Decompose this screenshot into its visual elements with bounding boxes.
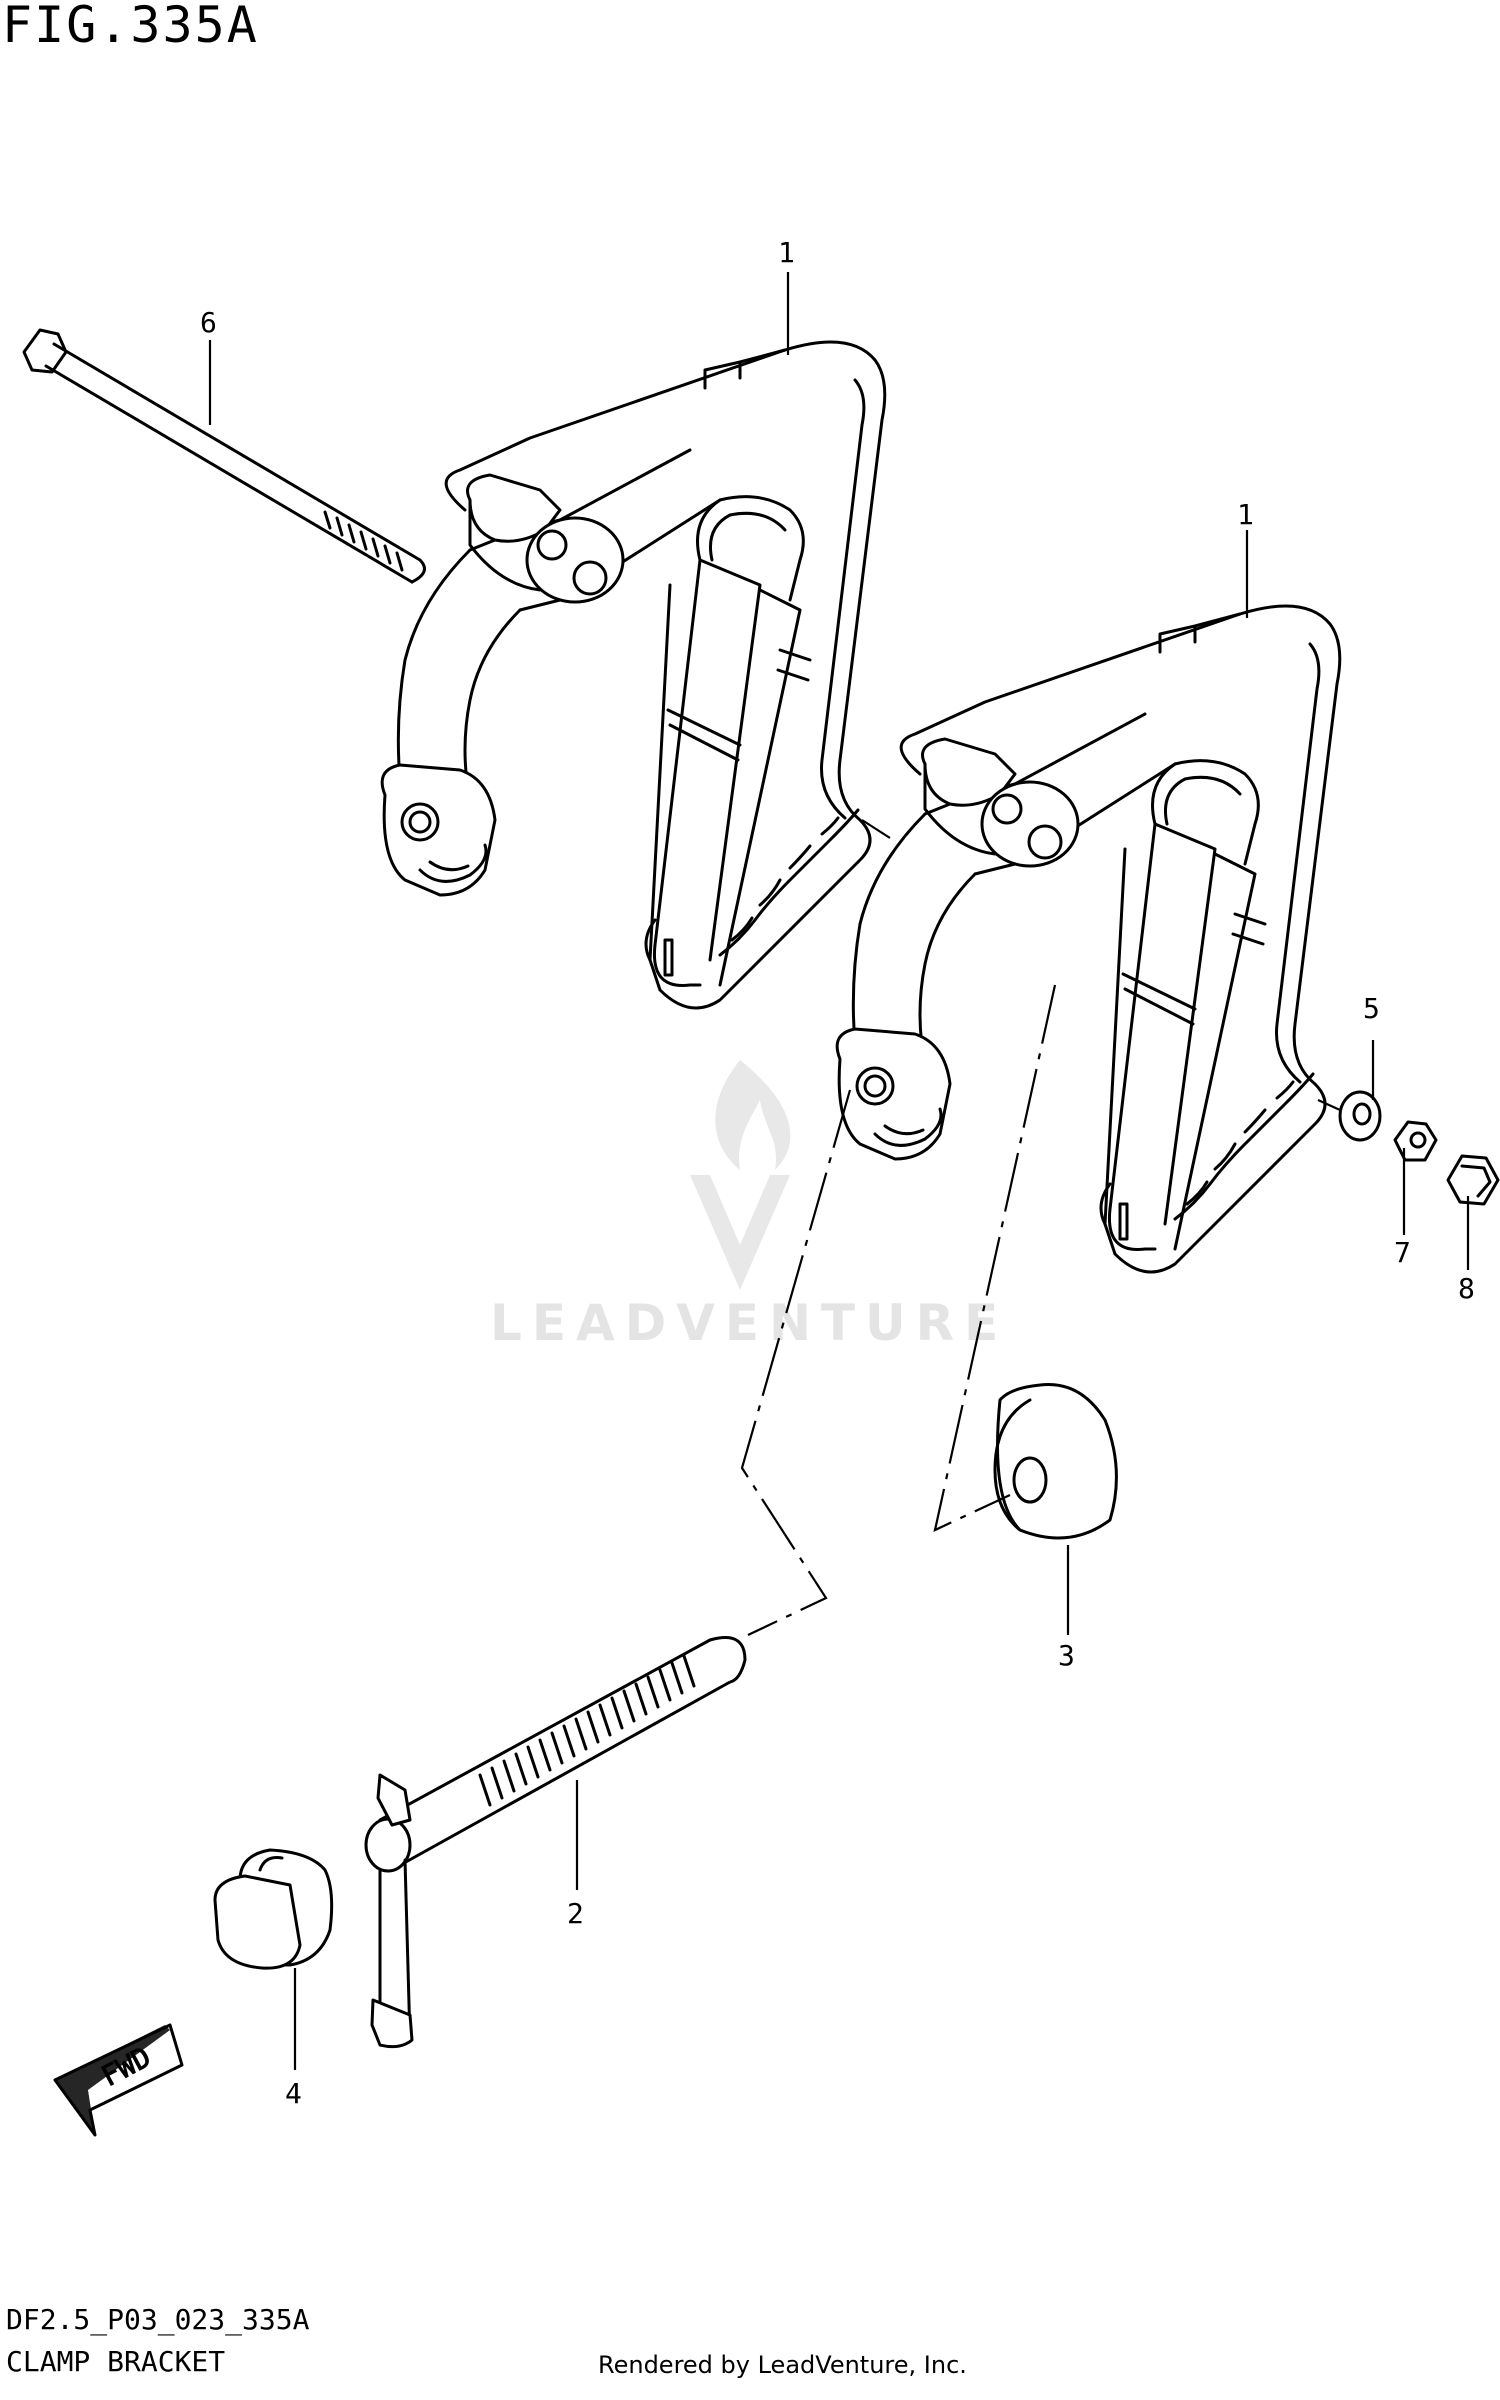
- fwd-arrow: FWD: [53, 2023, 184, 2137]
- watermark: LEADVENTURE: [490, 1060, 1008, 1352]
- callout-3: 3: [1058, 1639, 1075, 1672]
- watermark-text: LEADVENTURE: [490, 1294, 1008, 1352]
- part-1-clamp-bracket-left[interactable]: [380, 340, 887, 1010]
- callout-4: 4: [285, 2077, 302, 2110]
- part-1-clamp-bracket-right[interactable]: [835, 604, 1342, 1274]
- part-4-cap[interactable]: [213, 1848, 334, 1970]
- part-6-bolt[interactable]: [22, 328, 426, 584]
- figure-code: DF2.5_P03_023_335A: [6, 2303, 310, 2336]
- callout-6: 6: [200, 306, 217, 339]
- callout-2: 2: [567, 1897, 584, 1930]
- callout-5: 5: [1363, 992, 1380, 1025]
- callout-1-upper: 1: [778, 236, 795, 269]
- part-7-nut[interactable]: [1393, 1120, 1438, 1162]
- callout-1-right: 1: [1237, 498, 1254, 531]
- callout-7: 7: [1394, 1236, 1411, 1269]
- exploded-parts-diagram: LEADVENTURE: [22, 236, 1500, 2137]
- figure-name: CLAMP BRACKET: [6, 2345, 226, 2378]
- part-3-clamp-pad[interactable]: [993, 1382, 1118, 1540]
- rendered-by-credit: Rendered by LeadVenture, Inc.: [598, 2351, 967, 2379]
- part-8-lock-nut[interactable]: [1446, 1154, 1500, 1206]
- part-5-washer[interactable]: [1338, 1090, 1382, 1142]
- figure-title: FIG.335A: [2, 0, 259, 54]
- part-2-clamp-screw[interactable]: [364, 1636, 747, 2049]
- callout-8: 8: [1458, 1272, 1475, 1305]
- leader-lines: [208, 272, 1470, 2070]
